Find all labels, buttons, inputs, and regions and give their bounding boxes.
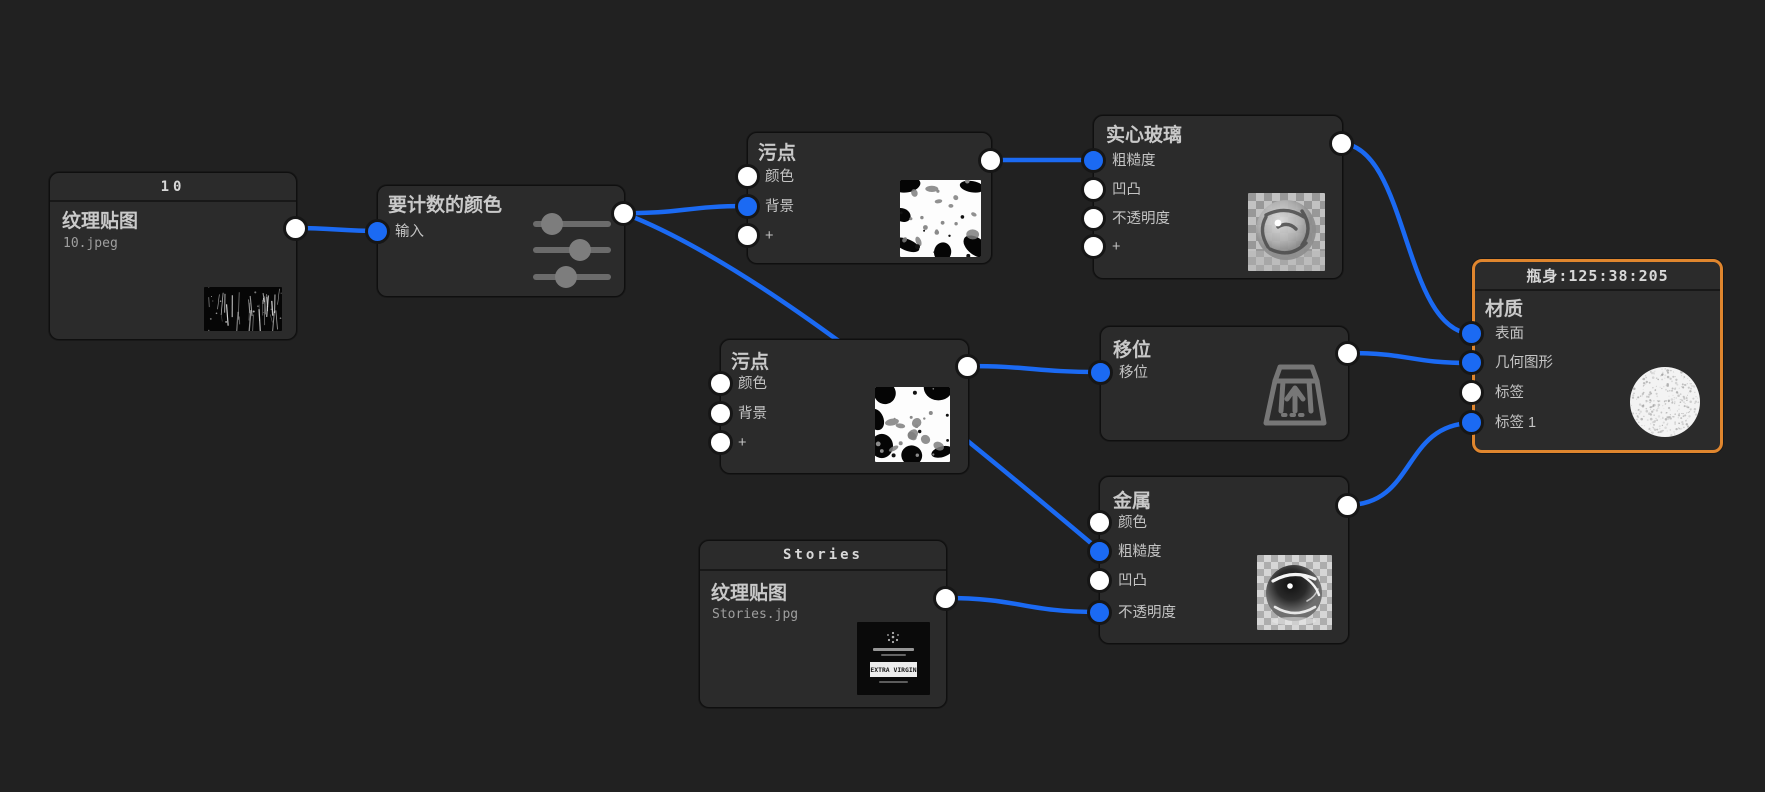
connection-stories-to-metal-opacity[interactable] [942, 595, 1101, 615]
texture-filename: Stories.jpg [712, 607, 799, 622]
node-title: 要计数的颜色 [388, 194, 503, 216]
output-port[interactable] [1335, 493, 1360, 518]
input-port-label: 移位 [1119, 365, 1148, 381]
node-stain-bottom[interactable]: 污点 颜色 背景 + [708, 339, 980, 474]
input-port-label-slot[interactable] [1459, 380, 1484, 405]
node-header: 瓶身:125:38:205 [1475, 262, 1720, 291]
input-port-color[interactable] [708, 371, 733, 396]
texture-filename: 10.jpeg [63, 236, 118, 251]
input-port-background[interactable] [708, 401, 733, 426]
input-port-label-1-slot[interactable] [1459, 410, 1484, 435]
input-port-label: 标签 [1495, 385, 1524, 401]
input-port-label: 表面 [1495, 326, 1524, 342]
input-port-bump[interactable] [1087, 568, 1112, 593]
output-port[interactable] [1329, 131, 1354, 156]
input-port-add[interactable] [708, 430, 733, 455]
input-port-label: 凹凸 [1118, 573, 1147, 589]
input-port-add[interactable] [1081, 234, 1106, 259]
sliders-icon [528, 208, 618, 288]
output-port[interactable] [978, 148, 1003, 173]
node-texture-map-10[interactable]: 10 纹理贴图 10.jpeg [49, 172, 308, 340]
node-metal[interactable]: 金属 颜色 粗糙度 凹凸 不透明度 [1087, 476, 1360, 644]
connection-solidglass-to-material-surface[interactable] [1338, 140, 1474, 337]
output-port[interactable] [955, 354, 980, 379]
stain-thumbnail [900, 180, 981, 257]
input-port-label: + [738, 435, 747, 451]
glass-sphere-thumbnail [1248, 193, 1325, 271]
input-port-color[interactable] [735, 164, 760, 189]
output-port[interactable] [283, 216, 308, 241]
label-artwork-thumbnail: EXTRA VIRGIN [857, 622, 930, 695]
node-color-to-count[interactable]: 要计数的颜色 输入 [365, 185, 636, 297]
input-port-surface[interactable] [1459, 321, 1484, 346]
displacement-arrow-icon [1256, 355, 1334, 433]
input-port-roughness[interactable] [1081, 148, 1106, 173]
connection-colorcount-to-staintop-bg[interactable] [620, 203, 749, 216]
input-port-label: 粗糙度 [1112, 153, 1156, 169]
stain-thumbnail [875, 387, 950, 462]
output-port[interactable] [1335, 341, 1360, 366]
node-title: 实心玻璃 [1106, 124, 1183, 146]
texture-thumbnail [204, 287, 282, 331]
node-header: 10 [50, 173, 296, 202]
input-port-label: 不透明度 [1118, 605, 1176, 621]
input-port-label: + [765, 228, 774, 244]
input-port-label: 粗糙度 [1118, 544, 1162, 560]
material-sphere-thumbnail [1628, 365, 1702, 439]
input-port-label: 不透明度 [1112, 211, 1170, 227]
input-port-bump[interactable] [1081, 177, 1106, 202]
metal-sphere-thumbnail [1257, 555, 1332, 630]
input-port-displacement[interactable] [1088, 360, 1113, 385]
input-port-label: 几何图形 [1495, 355, 1553, 371]
input-port-background[interactable] [735, 194, 760, 219]
input-port-roughness[interactable] [1087, 539, 1112, 564]
label-artwork-text: EXTRA VIRGIN [870, 666, 916, 674]
node-title: 材质 [1485, 298, 1524, 320]
node-displacement[interactable]: 移位 移位 [1088, 326, 1360, 441]
node-texture-map-stories[interactable]: Stories 纹理贴图 Stories.jpg EXTRA VIRGIN [699, 540, 958, 708]
input-port-opacity[interactable] [1081, 206, 1106, 231]
node-title: 纹理贴图 [711, 582, 788, 604]
node-title: 纹理贴图 [62, 210, 139, 232]
input-port-label: 颜色 [738, 376, 767, 392]
input-port-add[interactable] [735, 223, 760, 248]
input-port-label: 凹凸 [1112, 182, 1141, 198]
node-title: 金属 [1113, 490, 1152, 512]
output-port[interactable] [611, 201, 636, 226]
input-port-geometry[interactable] [1459, 350, 1484, 375]
input-port-label: 背景 [738, 406, 767, 422]
input-port-input[interactable] [365, 219, 390, 244]
input-port-opacity[interactable] [1087, 600, 1112, 625]
input-port-label: 标签 1 [1495, 415, 1537, 431]
node-title: 移位 [1113, 339, 1152, 361]
input-port-label: 背景 [765, 199, 794, 215]
node-title: 污点 [731, 351, 770, 373]
input-port-label: 输入 [395, 224, 424, 240]
connection-metal-to-material-label1[interactable] [1344, 420, 1474, 508]
input-port-color[interactable] [1087, 510, 1112, 535]
node-material-bottle-body[interactable]: 瓶身:125:38:205 材质 表面 几何图形 标签 标签 1 [1459, 259, 1723, 453]
output-port[interactable] [933, 586, 958, 611]
connection-stainbottom-to-displace[interactable] [964, 363, 1102, 375]
input-port-label: + [1112, 239, 1121, 255]
node-title: 污点 [758, 142, 797, 164]
input-port-label: 颜色 [1118, 515, 1147, 531]
node-header: Stories [700, 541, 946, 571]
node-stain-top[interactable]: 污点 颜色 背景 + [735, 132, 1003, 264]
node-solid-glass[interactable]: 实心玻璃 粗糙度 凹凸 不透明度 + [1081, 115, 1354, 279]
connection-displace-to-material-geometry[interactable] [1344, 350, 1474, 366]
input-port-label: 颜色 [765, 169, 794, 185]
